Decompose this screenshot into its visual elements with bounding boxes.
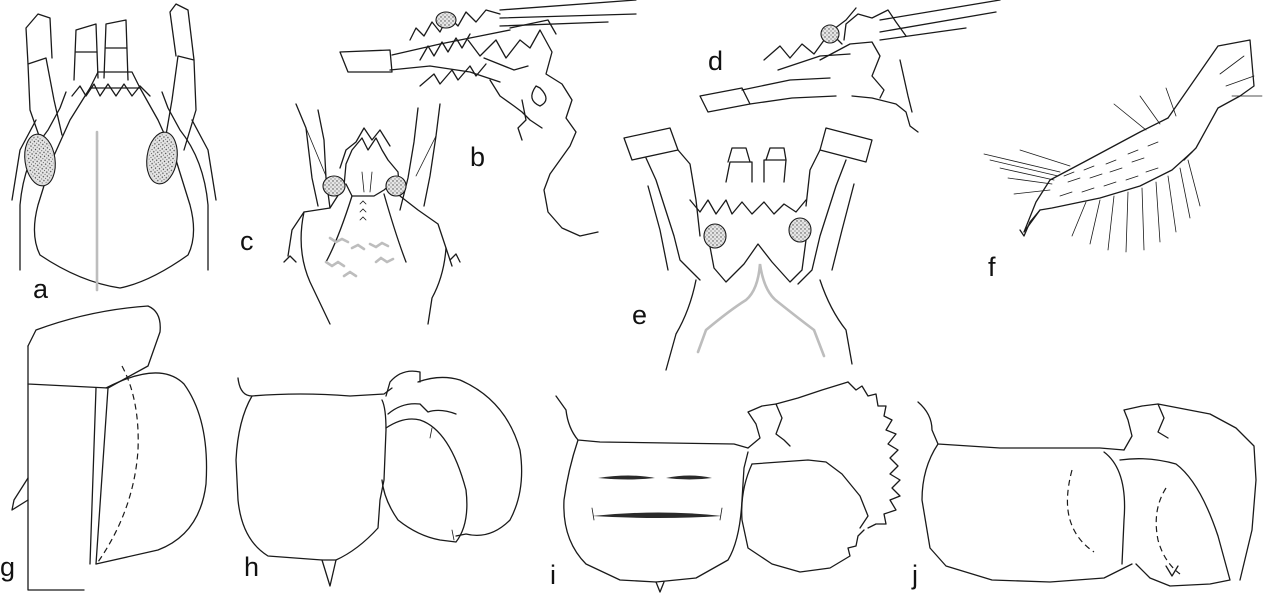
panel-c-label: c bbox=[240, 226, 254, 256]
panel-h-drawing bbox=[235, 370, 523, 587]
panel-e-drawing bbox=[623, 127, 873, 371]
panel-d-label: d bbox=[708, 46, 723, 76]
panel-g-label: g bbox=[0, 552, 15, 582]
panel-i-label: i bbox=[550, 560, 556, 590]
panel-j-label: j bbox=[911, 560, 918, 590]
panel-j-drawing bbox=[917, 401, 1257, 587]
panel-h-label: h bbox=[244, 552, 259, 582]
panel-a-drawing bbox=[11, 3, 217, 292]
panel-f-label: f bbox=[988, 252, 996, 282]
panel-i-drawing bbox=[555, 381, 901, 593]
panel-b-label: b bbox=[470, 142, 485, 172]
panel-c-drawing bbox=[283, 103, 461, 325]
panel-a-label: a bbox=[33, 274, 49, 304]
panel-b-drawing bbox=[339, 0, 637, 237]
panel-d-drawing bbox=[699, 0, 1001, 133]
panel-e-label: e bbox=[632, 300, 647, 330]
panel-f-drawing bbox=[983, 39, 1263, 253]
panel-g-drawing bbox=[11, 305, 208, 591]
